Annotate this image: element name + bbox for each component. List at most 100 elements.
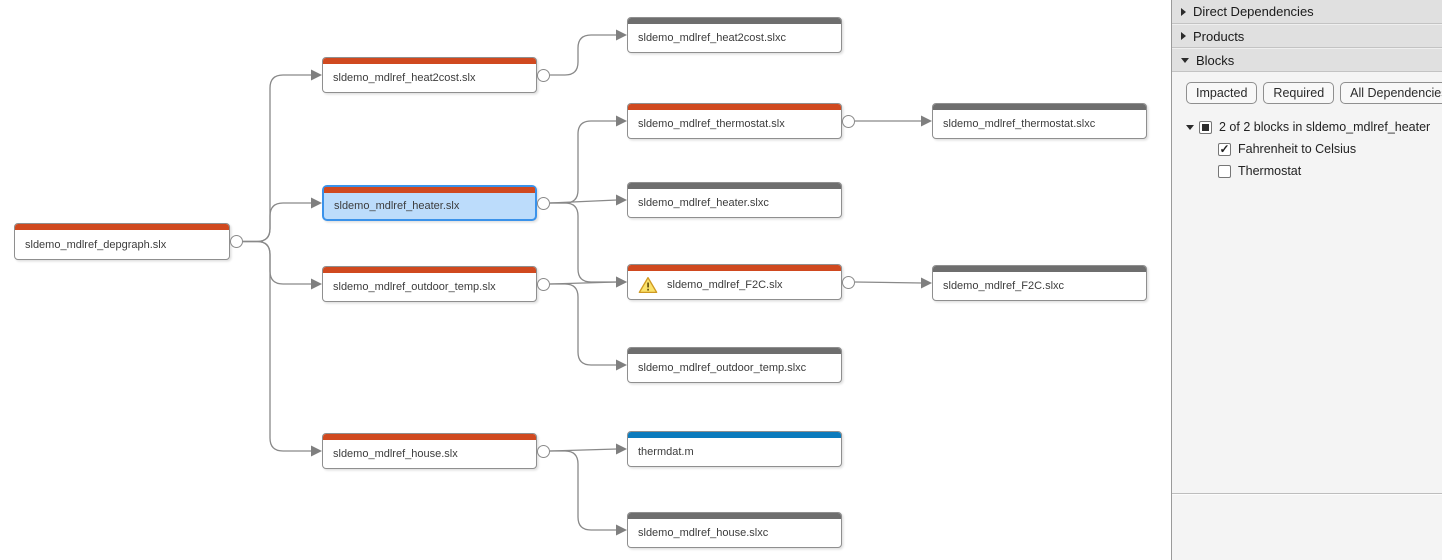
section-products[interactable]: Products xyxy=(1172,24,1442,48)
blocks-section-body: Impacted Required All Dependencies 2 of … xyxy=(1172,72,1442,182)
output-port xyxy=(537,444,550,458)
node-label-text: sldemo_mdlref_F2C.slx xyxy=(667,279,783,291)
arrowhead-icon xyxy=(616,194,627,206)
node-type-bar-model xyxy=(628,104,841,110)
node-label-text: sldemo_mdlref_heat2cost.slxc xyxy=(638,32,786,44)
filter-button-row: Impacted Required All Dependencies xyxy=(1186,82,1442,104)
node-label: sldemo_mdlref_house.slxc xyxy=(638,519,835,547)
node-label-text: sldemo_mdlref_F2C.slxc xyxy=(943,280,1065,292)
graph-node-heater_slxc[interactable]: sldemo_mdlref_heater.slxc xyxy=(627,182,842,218)
graph-node-thermostat_slx[interactable]: sldemo_mdlref_thermostat.slx xyxy=(627,103,842,139)
impacted-button[interactable]: Impacted xyxy=(1186,82,1258,104)
tree-child-row[interactable]: Thermostat xyxy=(1186,160,1434,182)
graph-node-outdoor_temp_slx[interactable]: sldemo_mdlref_outdoor_temp.slx xyxy=(322,266,537,302)
graph-node-f2c_slx[interactable]: sldemo_mdlref_F2C.slx xyxy=(627,264,842,300)
graph-node-thermostat_slxc[interactable]: sldemo_mdlref_thermostat.slxc xyxy=(932,103,1147,139)
output-port xyxy=(537,277,550,291)
node-label: sldemo_mdlref_F2C.slxc xyxy=(943,272,1140,300)
node-label: sldemo_mdlref_depgraph.slx xyxy=(25,230,223,259)
tree-child-label: Fahrenheit to Celsius xyxy=(1238,142,1357,156)
graph-node-thermdat_m[interactable]: thermdat.m xyxy=(627,431,842,467)
node-type-bar-model xyxy=(323,434,536,440)
node-label: sldemo_mdlref_heater.slxc xyxy=(638,189,835,217)
tree-children: Fahrenheit to Celsius Thermostat xyxy=(1186,138,1434,182)
arrowhead-icon xyxy=(311,278,322,290)
node-type-bar-model xyxy=(324,187,535,193)
edge-f2c_slx-to-f2c_slxc xyxy=(854,281,923,284)
arrowhead-icon xyxy=(616,276,627,288)
arrowhead-icon xyxy=(921,277,932,289)
arrowhead-icon xyxy=(921,115,932,127)
node-label: sldemo_mdlref_thermostat.slx xyxy=(638,110,835,138)
node-label: sldemo_mdlref_heater.slx xyxy=(334,193,529,219)
chevron-right-icon xyxy=(1181,32,1186,40)
graph-node-heat2cost_slx[interactable]: sldemo_mdlref_heat2cost.slx xyxy=(322,57,537,93)
graph-node-house_slxc[interactable]: sldemo_mdlref_house.slxc xyxy=(627,512,842,548)
node-type-bar-model xyxy=(628,265,841,271)
node-type-bar-artifact xyxy=(628,18,841,24)
section-label: Direct Dependencies xyxy=(1193,4,1314,19)
edge-layer xyxy=(243,29,932,536)
edge-house_slx-to-house_slxc xyxy=(550,450,617,531)
node-type-bar-artifact xyxy=(628,348,841,354)
edge-depgraph-to-house_slx xyxy=(243,240,312,452)
arrowhead-icon xyxy=(616,524,627,536)
node-label-text: sldemo_mdlref_thermostat.slx xyxy=(638,118,785,130)
arrowhead-icon xyxy=(311,445,322,457)
node-label-text: sldemo_mdlref_heater.slx xyxy=(334,200,460,212)
graph-node-outdoor_temp_slxc[interactable]: sldemo_mdlref_outdoor_temp.slxc xyxy=(627,347,842,383)
tree-child-row[interactable]: Fahrenheit to Celsius xyxy=(1186,138,1434,160)
tree-child-label: Thermostat xyxy=(1238,164,1302,178)
graph-node-house_slx[interactable]: sldemo_mdlref_house.slx xyxy=(322,433,537,469)
edge-heater_slx-to-thermostat_slx xyxy=(550,120,617,204)
graph-node-f2c_slxc[interactable]: sldemo_mdlref_F2C.slxc xyxy=(932,265,1147,301)
graph-node-depgraph[interactable]: sldemo_mdlref_depgraph.slx xyxy=(14,223,230,260)
fahrenheit-to-celsius-checkbox[interactable] xyxy=(1218,142,1231,156)
node-label-text: sldemo_mdlref_outdoor_temp.slxc xyxy=(638,362,807,374)
tree-collapse-icon[interactable] xyxy=(1186,124,1194,130)
arrowhead-icon xyxy=(616,29,627,41)
tree-parent-row[interactable]: 2 of 2 blocks in sldemo_mdlref_heater xyxy=(1186,116,1434,138)
edge-heater_slx-to-f2c_slx xyxy=(550,202,617,283)
node-type-bar-model xyxy=(323,58,536,64)
graph-node-heat2cost_slxc[interactable]: sldemo_mdlref_heat2cost.slxc xyxy=(627,17,842,53)
arrowhead-icon xyxy=(311,197,322,209)
graph-node-heater_slx[interactable]: sldemo_mdlref_heater.slx xyxy=(322,185,537,221)
tree-parent-label: 2 of 2 blocks in sldemo_mdlref_heater xyxy=(1219,120,1431,134)
node-type-bar-artifact xyxy=(933,104,1146,110)
section-direct-dependencies[interactable]: Direct Dependencies xyxy=(1172,0,1442,24)
arrowhead-icon xyxy=(616,443,627,455)
edge-depgraph-to-heater_slx xyxy=(243,202,312,243)
node-type-bar-artifact xyxy=(933,266,1146,272)
required-button[interactable]: Required xyxy=(1263,82,1335,104)
parent-checkbox[interactable] xyxy=(1199,120,1212,134)
all-dependencies-button[interactable]: All Dependencies xyxy=(1340,82,1442,104)
node-label-text: sldemo_mdlref_heater.slxc xyxy=(638,197,769,209)
node-label-text: sldemo_mdlref_thermostat.slxc xyxy=(943,118,1096,130)
edge-depgraph-to-outdoor_temp_slx xyxy=(243,240,312,285)
panel-bottom-divider xyxy=(1172,493,1442,494)
thermostat-checkbox[interactable] xyxy=(1218,164,1231,178)
chevron-right-icon xyxy=(1181,7,1186,16)
arrowhead-icon xyxy=(616,115,627,127)
node-label-text: sldemo_mdlref_house.slx xyxy=(333,448,458,460)
node-label: sldemo_mdlref_F2C.slx xyxy=(638,271,835,299)
node-type-bar-model xyxy=(15,224,229,230)
output-port xyxy=(842,275,855,289)
node-label: sldemo_mdlref_outdoor_temp.slx xyxy=(333,273,530,301)
node-label: sldemo_mdlref_outdoor_temp.slxc xyxy=(638,354,835,382)
dependency-graph-canvas[interactable]: sldemo_mdlref_depgraph.slx sldemo_mdlref_… xyxy=(0,0,1171,560)
chevron-down-icon xyxy=(1181,57,1189,63)
blocks-tree: 2 of 2 blocks in sldemo_mdlref_heater Fa… xyxy=(1186,116,1434,182)
warning-icon xyxy=(638,276,658,294)
node-label-text: sldemo_mdlref_heat2cost.slx xyxy=(333,72,476,84)
edge-outdoor_temp_slx-to-outdoor_temp_slxc xyxy=(550,283,617,366)
edge-depgraph-to-heat2cost_slx xyxy=(243,74,312,243)
node-label-text: sldemo_mdlref_depgraph.slx xyxy=(25,238,167,251)
output-port xyxy=(537,196,550,210)
section-label: Products xyxy=(1193,28,1245,44)
node-type-bar-artifact xyxy=(628,183,841,189)
node-label: sldemo_mdlref_heat2cost.slx xyxy=(333,64,530,92)
section-blocks[interactable]: Blocks xyxy=(1172,48,1442,72)
node-type-bar-data xyxy=(628,432,841,438)
